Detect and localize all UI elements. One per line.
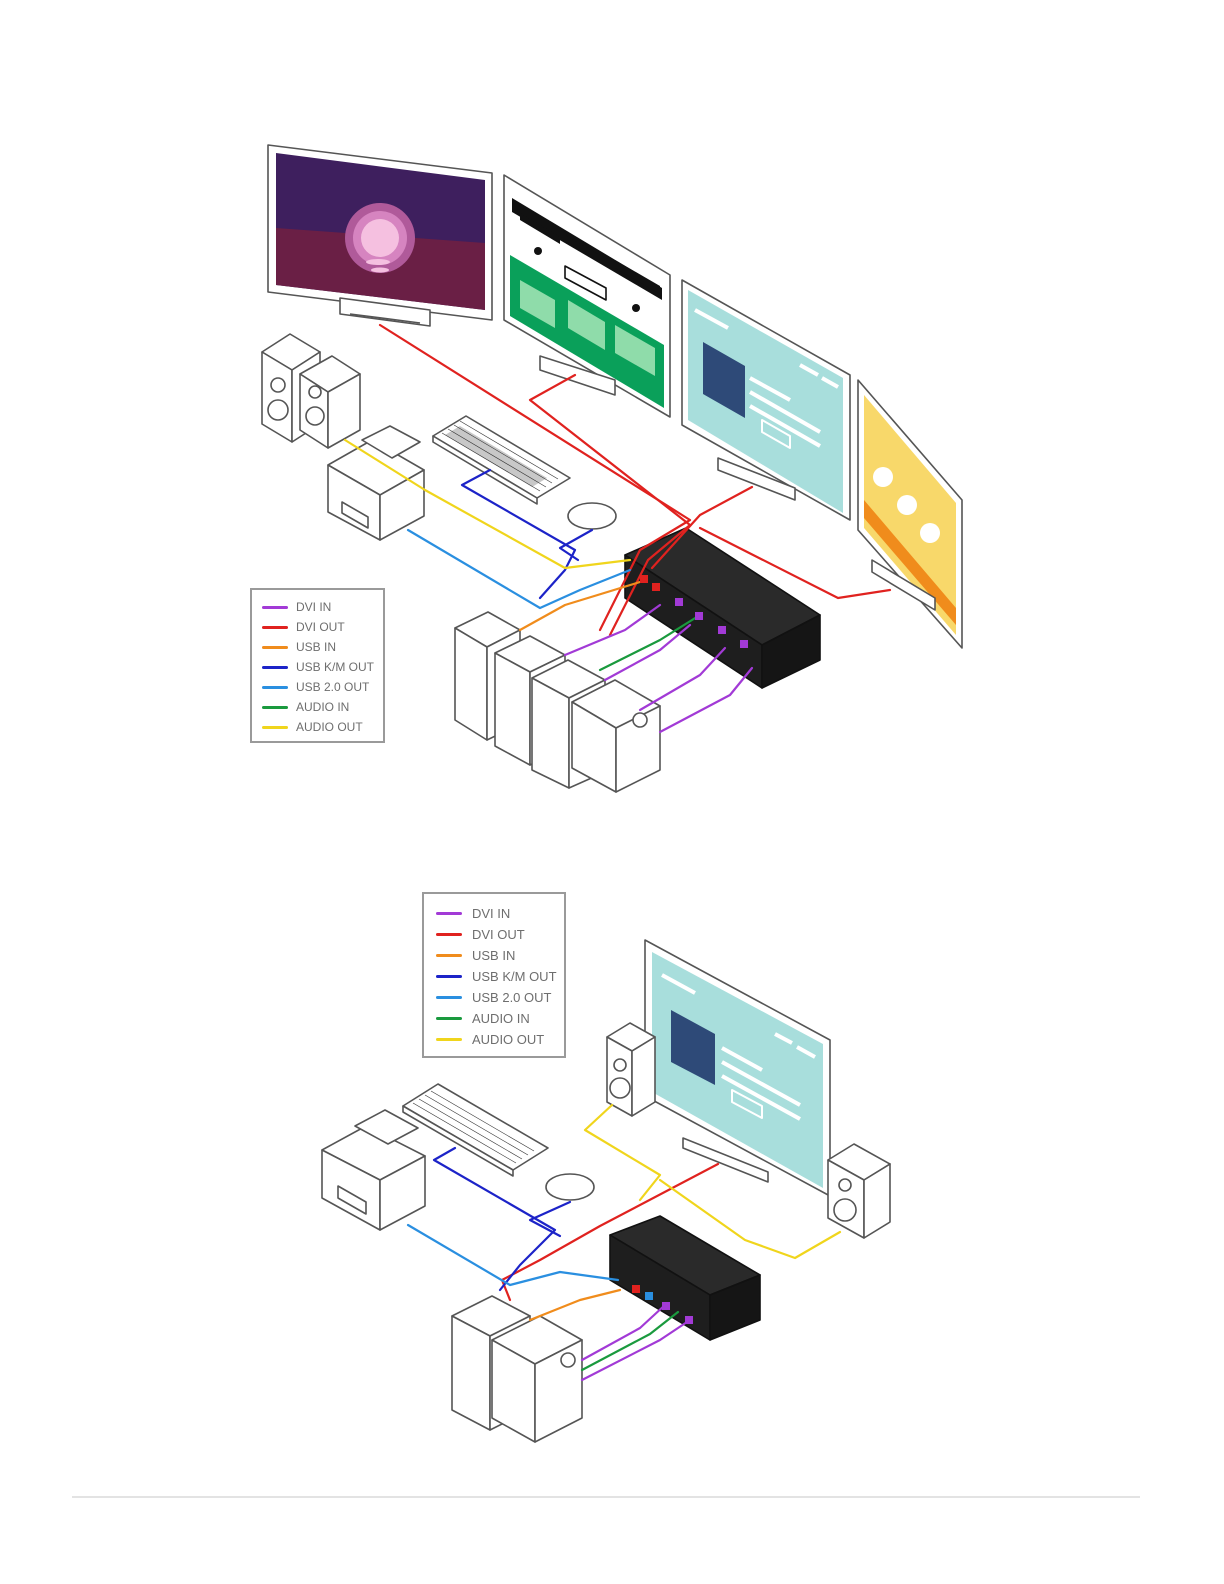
mouse [546,1174,594,1200]
diagram-four-port-kvm: DVI IN DVI OUT USB IN USB K/M OUT USB 2.… [0,120,1224,820]
legend-item-dvi-out: DVI OUT [436,924,525,945]
legend-item-usb-km-out: USB K/M OUT [262,657,374,677]
monitor-website-cyan [645,940,830,1196]
cable-dvi-in-3 [640,648,725,710]
computer-tower-2 [492,1316,582,1442]
mouse [568,503,616,529]
legend-item-audio-out: AUDIO OUT [436,1029,544,1050]
monitor-website-green [504,175,670,417]
legend-item-dvi-out: DVI OUT [262,617,345,637]
footer-divider [72,1496,1140,1498]
speaker-left [607,1023,655,1116]
computer-tower-4 [572,680,660,792]
legend-item-usb-in: USB IN [436,945,515,966]
diagram-two-port-kvm: DVI IN DVI OUT USB IN USB K/M OUT USB 2.… [0,880,1224,1470]
legend-swatch [436,933,462,936]
legend-item-usb-in: USB IN [262,637,336,657]
diagram-2-graphic [0,880,1224,1470]
legend-swatch [436,996,462,999]
legend-swatch [262,726,288,729]
legend-swatch [436,1038,462,1041]
cable-usb-km-mouse [560,530,592,560]
legend-swatch [436,975,462,978]
computer-towers [455,612,660,792]
legend-item-usb20-out: USB 2.0 OUT [436,987,551,1008]
legend-item-dvi-in: DVI IN [436,903,510,924]
legend-swatch [262,686,288,689]
cable-usb-in [530,1290,620,1320]
legend-item-audio-out: AUDIO OUT [262,717,363,737]
cable-dvi-in-4 [660,668,752,732]
legend-swatch [262,626,288,629]
legend-swatch [436,1017,462,1020]
printer [322,1110,425,1230]
speakers [262,334,360,448]
monitor-sunset [268,145,492,326]
legend-item-usb-km-out: USB K/M OUT [436,966,557,987]
legend-swatch [436,954,462,957]
keyboard [433,416,570,504]
cable-audio-out-left [585,1105,660,1200]
legend-item-usb20-out: USB 2.0 OUT [262,677,369,697]
legend-item-audio-in: AUDIO IN [262,697,349,717]
legend-diagram-1: DVI IN DVI OUT USB IN USB K/M OUT USB 2.… [250,588,385,743]
legend-diagram-2: DVI IN DVI OUT USB IN USB K/M OUT USB 2.… [422,892,566,1058]
printer [328,426,424,540]
cable-usb-km-keyboard [434,1148,555,1290]
legend-item-audio-in: AUDIO IN [436,1008,530,1029]
legend-swatch [262,646,288,649]
legend-swatch [436,912,462,915]
speaker-right [828,1144,890,1238]
legend-item-dvi-in: DVI IN [262,597,331,617]
monitor-website-cyan [682,280,850,520]
computer-towers [452,1296,582,1442]
monitor-yellow [858,380,962,648]
legend-swatch [262,706,288,709]
legend-swatch [262,666,288,669]
diagram-1-graphic [0,120,1224,820]
legend-swatch [262,606,288,609]
cable-audio-in [582,1312,678,1370]
